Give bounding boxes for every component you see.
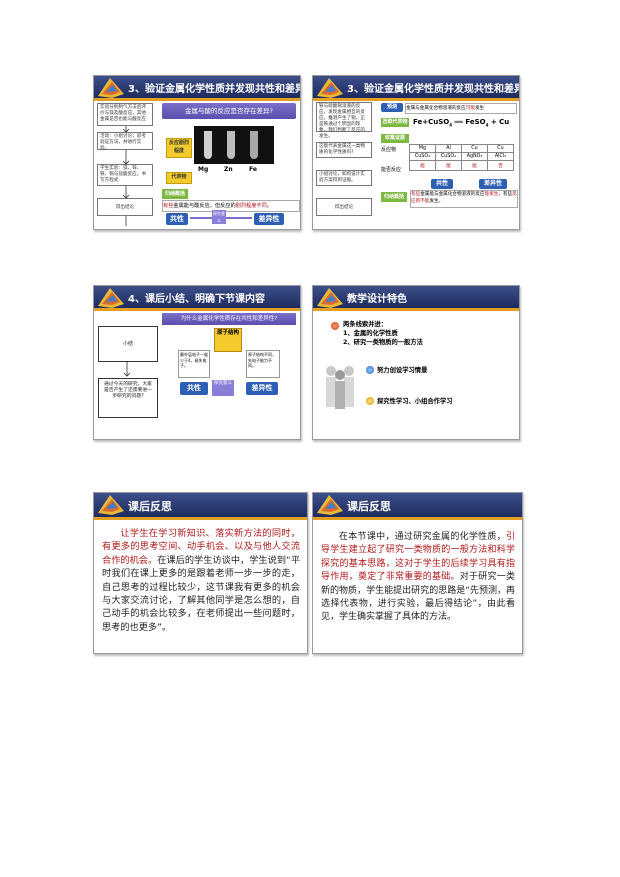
feature-1: 两条线索并进： 1、金属的化学性质 2、研究一类物质的一般方法 (343, 321, 423, 346)
flow-arrows (122, 126, 130, 226)
atom-structure-box: 原子结构 (214, 328, 242, 352)
slide-5: 课后反思 让学生在学习新知识、落实新方法的同时，有更多的思考空间、动手机会、以及… (93, 492, 308, 654)
summary-text: 有些金属能与金属化合物溶液的反应能发生，有些反应则不能发生。 (410, 190, 518, 208)
metal-fe: Fe (249, 166, 257, 173)
bullet-yellow-icon (366, 397, 374, 405)
summary-box: 小结 (98, 326, 158, 362)
select-label: 选取代表物 (381, 118, 409, 127)
slide-6: 课后反思 在本节课中，通过研究金属的化学性质，引导学生建立起了研究一类物质的一般… (312, 492, 523, 654)
question-banner: 金属与酸的反应是否存在差异? (162, 103, 296, 119)
equation: Fe+CuSO4 ══ FeSO4 + Cu (413, 118, 510, 128)
book-logo-icon (317, 288, 343, 308)
bullet-red-icon (331, 322, 339, 330)
flow-step-1: 铁与硫酸铜溶液的反应，发现金属相互的反应，推测产生了铜，正是铁通过个明显的现象，… (316, 102, 372, 139)
slide-title: 4、课后小结、明确下节课内容 (128, 294, 265, 305)
metal-mg: Mg (198, 166, 209, 173)
metal-zn: Zn (224, 166, 233, 173)
flow-step-2: 活动：小组讨论，思考验证方法，并进行实验。 (97, 132, 153, 151)
reflection-text: 在本节课中，通过研究金属的化学性质，引导学生建立起了研究一类物质的一般方法和科学… (321, 532, 515, 623)
feature-2: 努力创设学习情景 (377, 367, 428, 374)
left-note: 最外层电子一般少于4，易失电子。 (178, 350, 210, 378)
difference-label: 差异性 (246, 382, 278, 395)
flow-step-4: 得出结论 (97, 198, 153, 216)
slide-header: 3、验证金属化学性质并发现共性和差异性 (94, 76, 301, 101)
reflection-text: 让学生在学习新知识、落实新方法的同时，有更多的思考空间、动手机会、以及与他人交流… (102, 528, 301, 633)
bullet-blue-icon (366, 366, 374, 374)
slide-4: 教学设计特色 两条线索并进： 1、金属的化学性质 2、研究一类物质的一般方法 努… (312, 285, 520, 440)
label-representative: 代表物 (166, 172, 192, 184)
flow-step-2: 这能代表金属这一类物质的化学性质吗? (316, 142, 372, 158)
label-reaction-rate: 反应剧烈程度 (166, 138, 192, 158)
book-logo-icon (317, 78, 343, 98)
difference-label: 差异性 (479, 179, 507, 189)
slide-title: 课后反思 (128, 500, 172, 513)
can-react-label: 能否反应 (381, 167, 402, 173)
book-logo-icon (98, 288, 124, 308)
slide-header: 课后反思 (94, 493, 307, 520)
book-logo-icon (98, 495, 124, 515)
common-label: 共性 (166, 213, 188, 225)
common-label: 共性 (180, 382, 208, 395)
slide-header: 课后反思 (313, 493, 522, 520)
predict-text: 金属与金属化合物溶液的反应可能发生 (405, 103, 517, 114)
slide-title: 课后反思 (347, 500, 391, 513)
collect-label: 收集证据 (381, 134, 409, 143)
summary-label: 归纳概括 (162, 189, 188, 199)
predict-label: 预测 (381, 103, 403, 112)
right-note: 原子结构不同，失电子能力不同。 (246, 350, 280, 378)
test-tubes-image (194, 126, 274, 164)
slide-1: 3、验证金属化学性质并发现共性和差异性 实验分别制气方法后评价与镁及酸反应，其他… (93, 75, 301, 230)
flow-step-3: 小组讨论，如何设计实验方案得到证据。 (316, 170, 372, 186)
question-box: 通过今天的研究，大家是否产生了还需要进一步研究的问题? (98, 378, 158, 418)
slide-title: 3、验证金属化学性质并发现共性和差异性 (128, 84, 301, 95)
reactant-label: 反应物 (381, 147, 397, 153)
slide-3: 4、课后小结、明确下节课内容 为什么金属化学性质存在共性和差异性? 小结 通过今… (93, 285, 301, 440)
slide-2: 3、验证金属化学性质并发现共性和差异性 铁与硫酸铜溶液的反应，发现金属相互的反应… (312, 75, 520, 230)
feature-3: 探究性学习、小组合作学习 (377, 398, 453, 405)
slide-title: 3、验证金属化学性质并发现共性和差异性 (347, 84, 520, 95)
down-arrow-icon (123, 362, 131, 377)
middle-note: 探究意义 (212, 380, 234, 396)
question-banner: 为什么金属化学性质存在共性和差异性? (162, 313, 296, 325)
slide-title: 教学设计特色 (347, 294, 407, 305)
slide-header: 4、课后小结、明确下节课内容 (94, 286, 300, 311)
summary-label: 归纳概括 (381, 192, 407, 202)
summary-text: 有些金属能与酸反应，但反应的剧烈程度不同。 (162, 200, 300, 212)
common-label: 共性 (431, 179, 453, 189)
difference-label: 差异性 (254, 213, 284, 225)
flow-step-1: 实验分别制气方法后评价与镁及酸反应，其他金属是否也能与酸反应 (97, 103, 153, 126)
flow-step-4: 得出结论 (316, 198, 372, 216)
book-logo-icon (98, 78, 124, 98)
people-icon (326, 366, 354, 409)
slide-header: 教学设计特色 (313, 286, 519, 311)
middle-note: 探究意义 (212, 210, 226, 224)
book-logo-icon (317, 495, 343, 515)
slide-header: 3、验证金属化学性质并发现共性和差异性 (313, 76, 520, 101)
flow-step-3: 学生实验：镁、锌、铁、铜与盐酸反应。书写方程式 (97, 164, 153, 186)
